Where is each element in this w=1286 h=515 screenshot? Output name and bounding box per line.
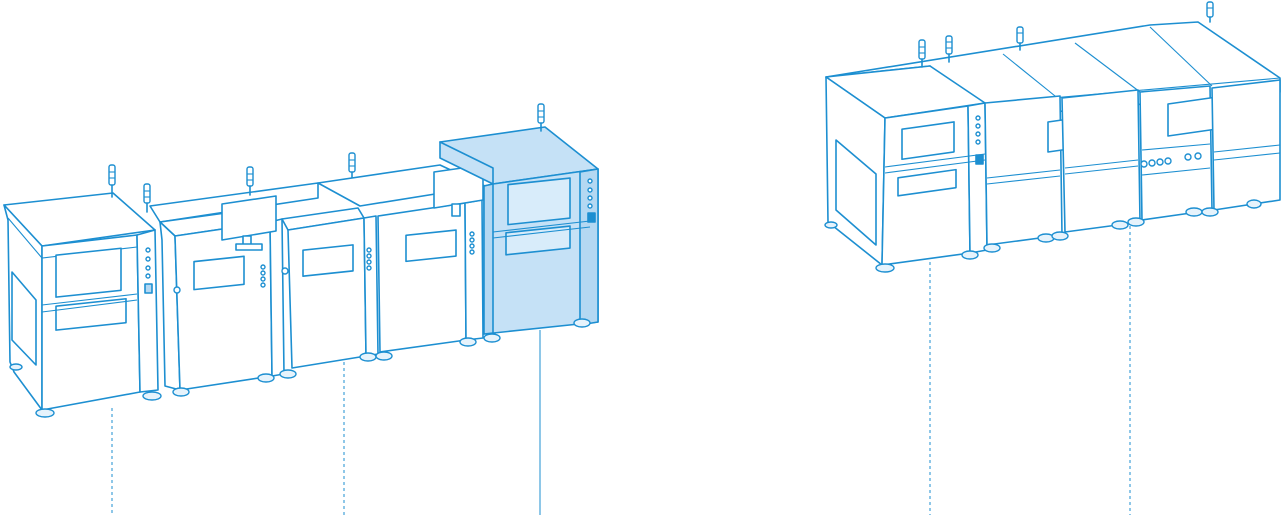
machine-2-printer-unit <box>143 166 319 397</box>
line-right <box>824 1 1281 515</box>
machine-d-control-unit <box>1127 1 1225 227</box>
machine-c-placement-unit <box>1051 89 1143 241</box>
machine-3-placement-unit <box>279 152 379 379</box>
machine-5-highlighted-unit <box>439 103 599 343</box>
signal-tower-icon <box>918 39 926 68</box>
signal-tower-icon <box>537 103 545 132</box>
machine-e-end-unit <box>1201 79 1281 217</box>
signal-tower-icon <box>1206 1 1214 23</box>
signal-tower-icon <box>108 164 116 198</box>
machine-4-placement-unit <box>317 164 486 361</box>
signal-tower-icon <box>143 183 151 213</box>
signal-tower-icon <box>246 166 254 196</box>
signal-tower-icon <box>1016 26 1024 51</box>
signal-tower-icon <box>945 35 953 63</box>
machine-a-inspection-unit <box>824 35 988 273</box>
signal-tower-icon <box>348 152 356 181</box>
monitor-icon <box>221 195 277 251</box>
machine-1-inspection-unit <box>3 164 162 418</box>
line-left <box>3 103 599 515</box>
